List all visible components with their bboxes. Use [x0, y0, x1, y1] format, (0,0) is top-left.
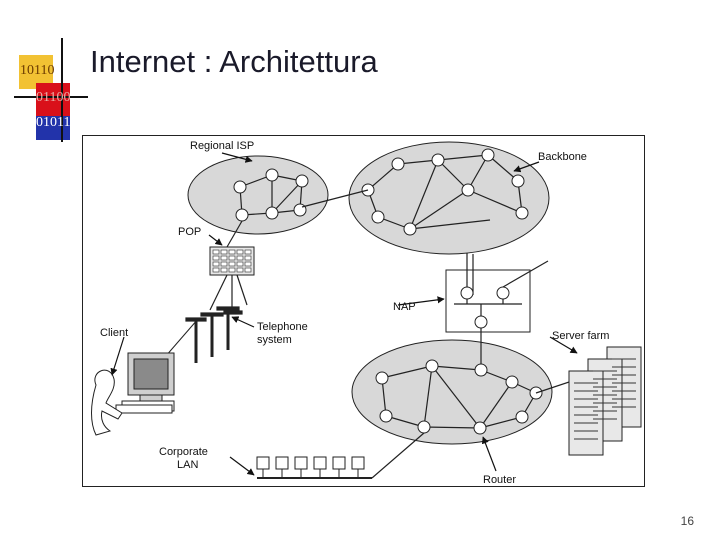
internet-architecture-diagram: Regional ISP Backbone POP NAP Client Tel…	[82, 135, 645, 487]
logo-bits-2: 01100	[36, 90, 71, 105]
label-regional-isp: Regional ISP	[190, 140, 254, 152]
label-pop: POP	[178, 226, 201, 238]
label-nap: NAP	[393, 301, 416, 313]
logo-bits-3: 01011	[36, 115, 71, 130]
logo: 10110 01100 01011	[0, 38, 90, 142]
corporate-lan	[256, 432, 425, 479]
server-farm	[535, 346, 642, 456]
logo-horizontal-line	[14, 96, 88, 98]
telephone-poles	[144, 274, 248, 381]
client-computer	[91, 352, 175, 436]
page-number: 16	[680, 514, 694, 528]
label-telephone-system-line1: Telephone	[257, 321, 308, 333]
regional-isp-network	[187, 155, 329, 235]
logo-vertical-line	[61, 38, 63, 142]
pop-device	[209, 220, 255, 276]
label-client: Client	[100, 327, 128, 339]
nap-exchange	[445, 253, 549, 333]
isp-backbone-link	[301, 189, 369, 208]
logo-red-block	[36, 83, 70, 119]
label-corporate-lan-line1: Corporate	[159, 446, 208, 458]
label-server-farm: Server farm	[552, 330, 609, 342]
label-backbone: Backbone	[538, 151, 587, 163]
server-farm-network	[351, 328, 553, 445]
label-telephone-system-line2: system	[257, 334, 292, 346]
backbone-network	[348, 141, 550, 255]
slide-title: Internet : Architettura	[90, 44, 378, 79]
label-router: Router	[483, 474, 516, 486]
label-corporate-lan-line2: LAN	[177, 459, 198, 471]
logo-bits-1: 10110	[20, 63, 55, 78]
logo-blue-block	[36, 116, 70, 140]
